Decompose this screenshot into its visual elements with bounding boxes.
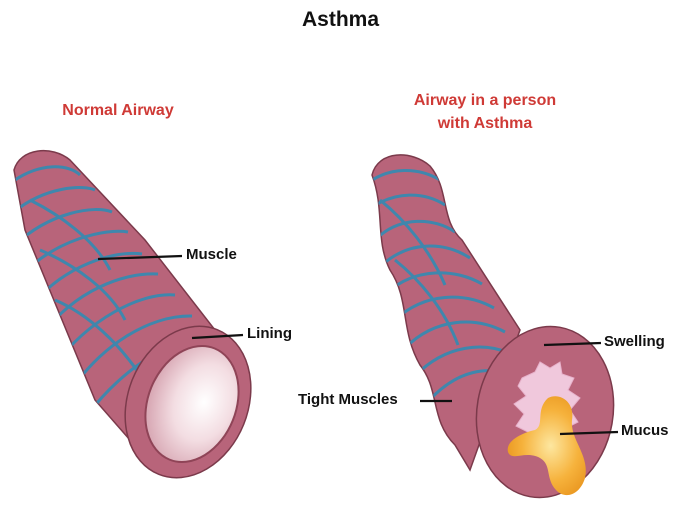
normal-airway-heading: Normal Airway xyxy=(18,100,218,122)
page-title: Asthma xyxy=(0,8,681,32)
asthma-airway-heading-line2: with Asthma xyxy=(385,113,585,135)
asthma-airway-heading-line1: Airway in a person xyxy=(385,90,585,112)
tight-muscles-label: Tight Muscles xyxy=(298,391,398,408)
lining-label: Lining xyxy=(247,325,292,342)
muscle-label: Muscle xyxy=(186,246,237,263)
swelling-label: Swelling xyxy=(604,333,665,350)
mucus-label: Mucus xyxy=(621,422,669,439)
